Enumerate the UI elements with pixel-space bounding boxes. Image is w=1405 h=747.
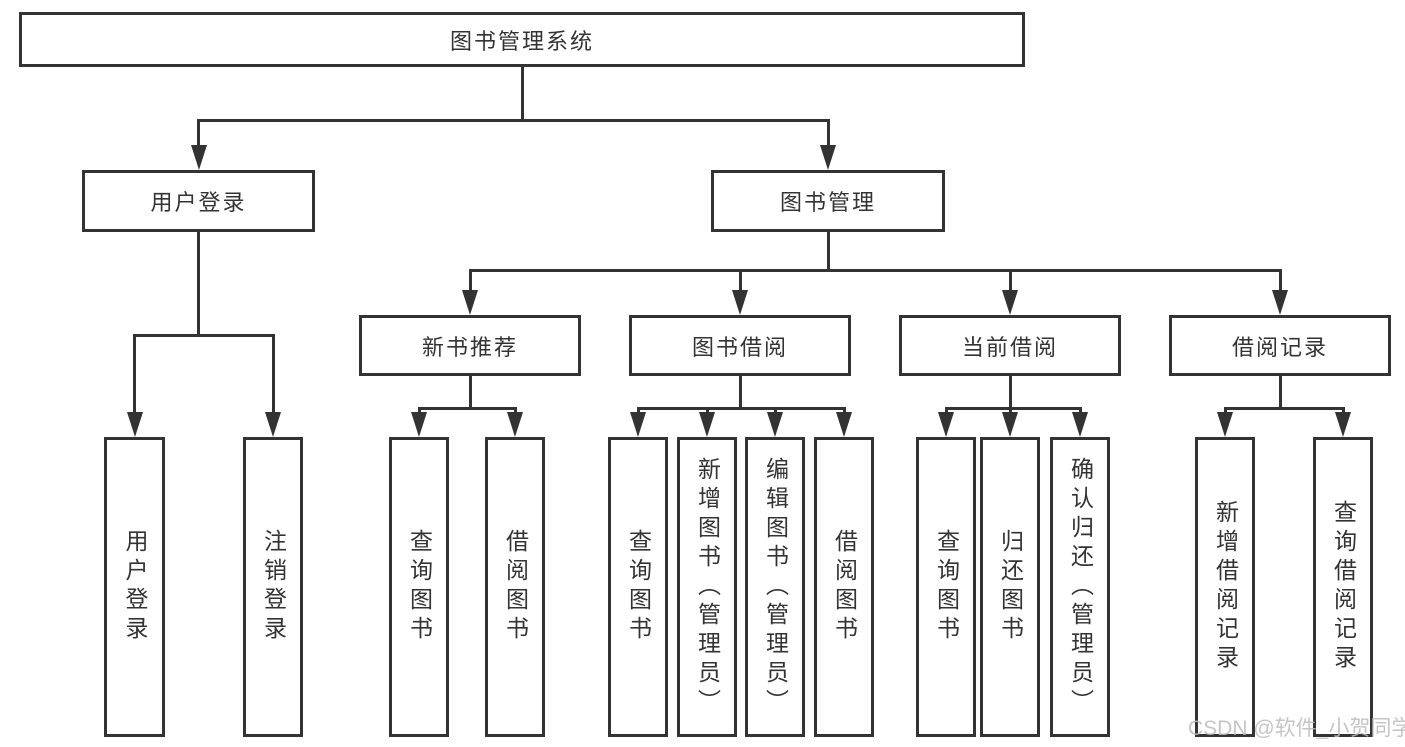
- node-leaf-user-login: 用户登录: [104, 437, 165, 737]
- node-current-borrow: 当前借阅: [899, 315, 1121, 376]
- node-label: 用户登录: [150, 190, 247, 215]
- node-borrow-record: 借阅记录: [1169, 315, 1391, 376]
- node-label: 编辑图书（管理员）: [762, 456, 789, 718]
- node-label: 新增图书（管理员）: [694, 456, 721, 718]
- node-label: 借阅图书: [502, 529, 529, 645]
- node-book-mgmt: 图书管理: [711, 170, 945, 232]
- node-label: 用户登录: [122, 529, 148, 645]
- arrow-down-icon: [507, 412, 523, 437]
- connector-line: [197, 118, 830, 122]
- arrow-down-icon: [411, 412, 427, 437]
- node-leaf-return-book: 归还图书: [980, 437, 1040, 737]
- connector-line: [944, 406, 1082, 410]
- arrow-down-icon: [190, 145, 207, 170]
- node-root: 图书管理系统: [19, 12, 1025, 67]
- arrow-down-icon: [1002, 290, 1018, 315]
- node-leaf-query-record: 查询借阅记录: [1313, 437, 1373, 737]
- connector-line: [197, 232, 200, 335]
- node-label: 新增借阅记录: [1212, 500, 1239, 674]
- connector-line: [1223, 406, 1345, 410]
- node-label: 注销登录: [260, 529, 287, 645]
- node-leaf-confirm-return: 确认归还（管理员）: [1050, 437, 1110, 737]
- connector-line: [520, 67, 524, 120]
- connector-line: [826, 232, 830, 270]
- arrow-down-icon: [1272, 290, 1288, 315]
- node-leaf-borrow-book-2: 借阅图书: [814, 437, 874, 737]
- node-leaf-query-book-1: 查询图书: [389, 437, 449, 737]
- connector-line: [271, 335, 275, 417]
- connector-line: [1278, 270, 1282, 295]
- node-leaf-add-book: 新增图书（管理员）: [677, 437, 737, 737]
- arrow-down-icon: [462, 290, 478, 315]
- connector-line: [197, 120, 200, 150]
- connector-line: [738, 270, 742, 295]
- node-leaf-query-book-3: 查询图书: [916, 437, 976, 737]
- connector-line: [133, 335, 136, 417]
- connector-line: [417, 406, 517, 410]
- arrow-down-icon: [836, 412, 852, 437]
- arrow-down-icon: [630, 412, 646, 437]
- node-new-book-rec: 新书推荐: [359, 315, 581, 376]
- connector-line: [468, 376, 472, 408]
- node-book-borrow: 图书借阅: [629, 315, 851, 376]
- node-leaf-borrow-book-1: 借阅图书: [485, 437, 545, 737]
- connector-line: [468, 268, 1282, 272]
- node-label: 借阅记录: [1231, 334, 1328, 360]
- node-label: 查询借阅记录: [1330, 500, 1357, 674]
- arrow-down-icon: [1072, 412, 1088, 437]
- node-label: 查询图书: [625, 529, 652, 645]
- connector-line: [1008, 376, 1012, 408]
- connector-line: [636, 406, 846, 410]
- node-label: 查询图书: [406, 529, 433, 645]
- arrow-down-icon: [1335, 412, 1351, 437]
- node-label: 查询图书: [933, 529, 960, 645]
- arrow-down-icon: [767, 412, 783, 437]
- arrow-down-icon: [820, 145, 836, 170]
- node-label: 当前借阅: [961, 334, 1058, 360]
- node-user-login: 用户登录: [82, 170, 315, 232]
- arrow-down-icon: [938, 412, 954, 437]
- connector-line: [133, 333, 275, 337]
- arrow-down-icon: [126, 412, 143, 437]
- connector-line: [1278, 376, 1282, 408]
- node-leaf-logout: 注销登录: [243, 437, 303, 737]
- arrow-down-icon: [1002, 412, 1018, 437]
- arrow-down-icon: [265, 412, 281, 437]
- node-label: 新书推荐: [421, 334, 518, 360]
- connector-line: [738, 376, 742, 408]
- arrow-down-icon: [732, 290, 748, 315]
- watermark: CSDN @软件_小贺同学: [1188, 717, 1405, 740]
- node-label: 图书管理系统: [449, 28, 594, 54]
- node-label: 图书借阅: [691, 334, 788, 360]
- node-label: 确认归还（管理员）: [1067, 456, 1094, 718]
- node-leaf-edit-book: 编辑图书（管理员）: [745, 437, 805, 737]
- connector-line: [1008, 270, 1012, 295]
- node-leaf-add-record: 新增借阅记录: [1195, 437, 1255, 737]
- connector-line: [826, 120, 830, 150]
- arrow-down-icon: [1217, 412, 1233, 437]
- node-leaf-query-book-2: 查询图书: [608, 437, 668, 737]
- connector-line: [468, 270, 472, 295]
- node-label: 借阅图书: [831, 529, 858, 645]
- node-label: 归还图书: [997, 529, 1024, 645]
- node-label: 图书管理: [779, 190, 876, 215]
- arrow-down-icon: [699, 412, 715, 437]
